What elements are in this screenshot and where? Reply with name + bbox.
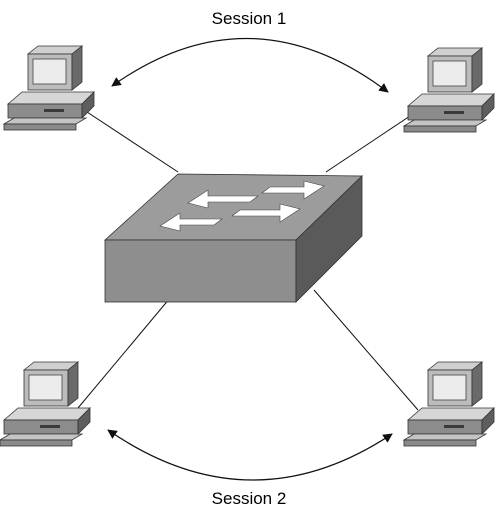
pc-icon [3,45,95,131]
network-links [77,109,419,411]
switch-arrows-icon [159,180,325,232]
link-top-left [83,109,179,173]
switch-icon [103,173,363,303]
session-2-arrow [107,429,393,481]
session-2-label: Session 2 [212,489,287,508]
session-1-arrow [111,37,389,93]
pc-icon [0,361,91,447]
session-1-label: Session 1 [212,9,287,28]
link-bottom-left [77,297,171,409]
pc-icon [403,361,495,447]
link-top-right [325,111,417,173]
link-bottom-right [313,289,419,411]
pc-icon [403,47,495,133]
